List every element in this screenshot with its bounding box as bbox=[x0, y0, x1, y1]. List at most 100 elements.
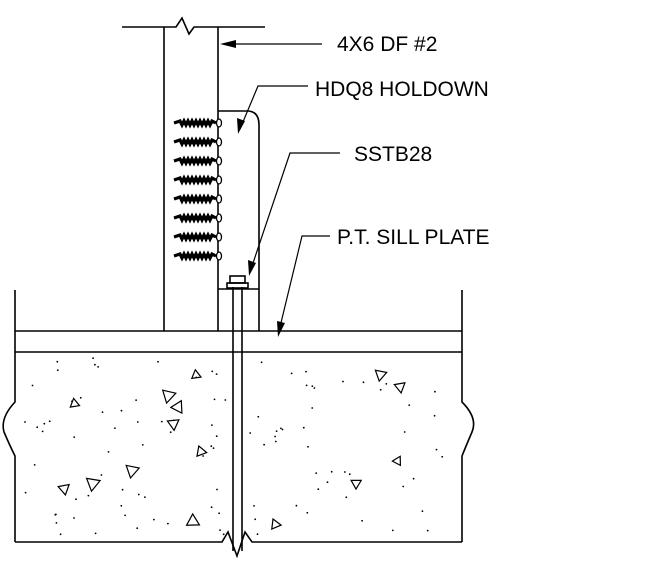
screw bbox=[173, 117, 223, 129]
label-strap-tie: SSTB28 bbox=[354, 143, 432, 166]
concrete-dot bbox=[54, 513, 57, 516]
concrete-dot bbox=[55, 522, 58, 524]
concrete-aggregate bbox=[166, 419, 180, 432]
concrete-hatch bbox=[24, 357, 444, 536]
concrete-dot bbox=[24, 491, 27, 494]
concrete-dot bbox=[379, 388, 382, 391]
concrete-aggregate bbox=[161, 389, 177, 405]
concrete-dot bbox=[307, 445, 309, 448]
concrete-dot bbox=[408, 404, 411, 406]
concrete-dot bbox=[137, 493, 140, 496]
concrete-dot bbox=[202, 455, 205, 457]
post bbox=[122, 16, 265, 331]
concrete-dot bbox=[274, 440, 277, 443]
concrete-dot bbox=[157, 360, 159, 363]
concrete-dot bbox=[120, 504, 123, 507]
concrete-dot bbox=[94, 363, 96, 366]
concrete-dot bbox=[87, 494, 90, 497]
concrete-aggregate bbox=[85, 477, 102, 493]
concrete-dot bbox=[107, 451, 110, 453]
concrete-dot bbox=[361, 519, 363, 522]
concrete-dot bbox=[73, 436, 76, 438]
concrete-dot bbox=[141, 444, 144, 446]
concrete-dot bbox=[59, 533, 62, 536]
screws bbox=[173, 117, 223, 262]
screw bbox=[173, 250, 223, 262]
concrete-dot bbox=[256, 533, 259, 536]
concrete-dot bbox=[253, 505, 255, 507]
screw bbox=[173, 212, 223, 224]
concrete-dot bbox=[433, 414, 436, 417]
holdown-bracket bbox=[218, 110, 260, 331]
label-sill-plate: P.T. SILL PLATE bbox=[337, 226, 490, 249]
concrete-dot bbox=[274, 435, 276, 438]
concrete-dot bbox=[295, 504, 298, 507]
concrete-dot bbox=[426, 529, 429, 532]
concrete-dot bbox=[219, 529, 221, 531]
label-post: 4X6 DF #2 bbox=[337, 33, 437, 56]
concrete-dot bbox=[213, 398, 216, 401]
concrete-dot bbox=[222, 533, 225, 536]
screw bbox=[173, 155, 223, 167]
concrete-aggregate bbox=[169, 399, 183, 415]
concrete-dot bbox=[36, 426, 39, 429]
concrete-aggregate bbox=[185, 512, 201, 526]
concrete-dot bbox=[435, 448, 438, 451]
concrete-dot bbox=[348, 473, 351, 476]
screw bbox=[173, 193, 223, 205]
concrete-aggregate bbox=[393, 382, 406, 395]
concrete-dot bbox=[249, 432, 252, 434]
concrete-dot bbox=[215, 435, 218, 438]
concrete-dot bbox=[43, 422, 46, 425]
concrete-dot bbox=[169, 431, 172, 434]
concrete-dot bbox=[24, 421, 26, 423]
concrete-dot bbox=[305, 384, 308, 387]
concrete-dot bbox=[302, 426, 305, 429]
concrete-dot bbox=[218, 512, 221, 515]
concrete-dot bbox=[33, 464, 36, 466]
concrete-aggregate bbox=[125, 464, 141, 480]
concrete-dot bbox=[391, 529, 394, 532]
concrete-dot bbox=[124, 514, 126, 517]
concrete-dot bbox=[290, 372, 293, 375]
concrete-dot bbox=[216, 488, 218, 491]
concrete-dot bbox=[306, 511, 309, 514]
concrete-dot bbox=[120, 409, 123, 412]
foundation-left-edge bbox=[2, 290, 16, 542]
concrete-aggregate bbox=[271, 517, 283, 530]
concrete-dot bbox=[101, 411, 104, 413]
screw bbox=[173, 174, 223, 186]
concrete-dot bbox=[362, 381, 365, 384]
concrete-dot bbox=[305, 370, 307, 373]
concrete-dot bbox=[257, 415, 260, 418]
concrete-dot bbox=[315, 472, 318, 474]
concrete-dot bbox=[135, 399, 138, 401]
concrete-dot bbox=[330, 470, 333, 473]
concrete-dot bbox=[317, 488, 320, 491]
concrete-dot bbox=[326, 481, 329, 484]
concrete-dot bbox=[136, 527, 139, 530]
concrete-dot bbox=[136, 421, 139, 423]
concrete-dot bbox=[75, 498, 77, 501]
leaders bbox=[220, 40, 340, 337]
concrete-dot bbox=[275, 430, 278, 432]
concrete-dot bbox=[160, 420, 163, 423]
concrete-dot bbox=[421, 510, 424, 513]
concrete-dot bbox=[215, 373, 218, 375]
break-line-bottom bbox=[15, 530, 462, 559]
break-line-top bbox=[122, 16, 265, 36]
concrete-dot bbox=[260, 361, 263, 364]
concrete-dot bbox=[31, 384, 34, 387]
concrete-dot bbox=[94, 532, 97, 535]
concrete-aggregate bbox=[57, 483, 71, 497]
label-holdown: HDQ8 HOLDOWN bbox=[315, 78, 489, 101]
concrete-dot bbox=[345, 496, 348, 499]
screw bbox=[173, 136, 223, 148]
concrete-dot bbox=[73, 517, 75, 519]
concrete-dot bbox=[385, 383, 388, 385]
concrete-dot bbox=[92, 357, 94, 360]
concrete-dot bbox=[41, 430, 44, 433]
concrete-dot bbox=[153, 518, 155, 521]
concrete-dot bbox=[121, 488, 124, 491]
